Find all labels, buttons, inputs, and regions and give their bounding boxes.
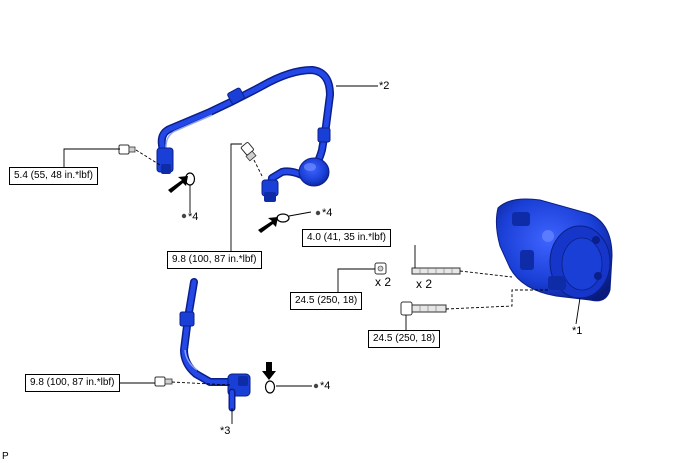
compressor: [495, 198, 613, 302]
nut: [374, 262, 387, 275]
corner-letter: P: [2, 451, 9, 462]
torque-spec-nut: 24.5 (250, 18): [290, 292, 363, 310]
callout-suction-pipe: *3: [220, 425, 231, 437]
o-ring-dot: [315, 210, 321, 216]
callout-o-ring-upper-left: *4: [188, 211, 199, 223]
nut-quantity: x 2: [375, 275, 392, 289]
o-ring-dot: [313, 383, 319, 389]
callout-o-ring-lower: *4: [320, 380, 331, 392]
torque-spec-lower-left: 9.8 (100, 87 in.*lbf): [25, 374, 120, 392]
arrow-icon: [168, 176, 188, 193]
arrow-icon: [258, 217, 278, 233]
torque-spec-stud-bolt: 4.0 (41, 35 in.*lbf): [302, 229, 391, 247]
bolt-lower-left: [154, 376, 173, 387]
torque-spec-upper-left: 5.4 (55, 48 in.*lbf): [9, 167, 98, 185]
arrow-icon: [262, 362, 276, 380]
torque-spec-center: 9.8 (100, 87 in.*lbf): [167, 251, 262, 269]
callout-compressor: *1: [572, 325, 583, 337]
o-ring-dot: [181, 213, 187, 219]
stud-bolt: [411, 267, 461, 275]
o-ring-center: [276, 213, 290, 223]
o-ring-lower: [264, 380, 276, 394]
bolt-lower: [400, 301, 447, 316]
stud-quantity: x 2: [416, 277, 433, 291]
callout-discharge-hose: *2: [379, 80, 390, 92]
bolt-upper-left: [118, 144, 136, 155]
bolt-center: [240, 142, 257, 162]
suction-pipe: [179, 278, 251, 412]
discharge-hose: [156, 66, 334, 202]
callout-o-ring-center: *4: [322, 207, 333, 219]
torque-spec-lower-bolt: 24.5 (250, 18): [368, 330, 441, 348]
